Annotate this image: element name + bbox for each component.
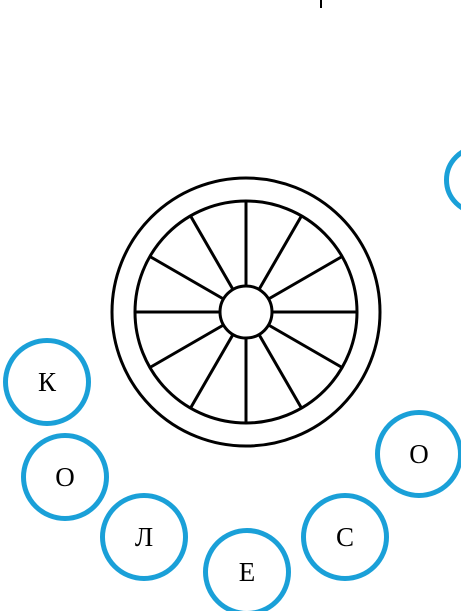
letter-tile-o-1[interactable]: О <box>21 433 109 521</box>
letter-s-label: С <box>336 524 354 551</box>
letter-e-label: Е <box>239 559 256 586</box>
letter-k-label: К <box>38 369 56 396</box>
letter-tile-o-2[interactable]: О <box>375 410 461 498</box>
letter-o-2-label: О <box>409 441 429 468</box>
wheel-icon <box>110 176 382 448</box>
letter-tile-e[interactable]: Е <box>203 528 291 611</box>
letter-l-label: Л <box>135 524 153 551</box>
wheel-hub <box>220 286 272 338</box>
letter-tile-k[interactable]: К <box>3 338 91 426</box>
letter-tile-partial[interactable] <box>444 145 461 215</box>
letter-tile-l[interactable]: Л <box>100 493 188 581</box>
top-mark <box>320 0 322 8</box>
letter-tile-s[interactable]: С <box>301 493 389 581</box>
letter-o-1-label: О <box>55 464 75 491</box>
